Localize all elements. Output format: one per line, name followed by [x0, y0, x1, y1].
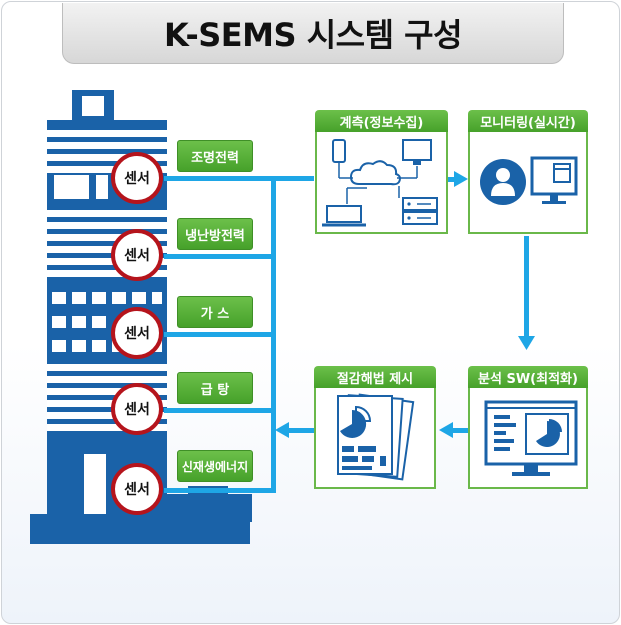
report-icon — [337, 393, 415, 481]
analysis-box-title: 분석 SW(최적화) — [468, 366, 588, 388]
source-label-renewable: 신재생에너지 — [177, 450, 253, 482]
diagram-title: K-SEMS 시스템 구성 — [62, 3, 564, 64]
monitor-box: 모니터링(실시간) — [468, 110, 588, 234]
measure-box-title: 계측(정보수집) — [315, 110, 448, 132]
sensor-gas: 센서 — [111, 307, 163, 359]
pipe-gas — [164, 332, 276, 337]
source-label-gas: 가 스 — [177, 296, 253, 328]
sensor-renewable: 센서 — [111, 463, 163, 515]
arrow-down-icon — [518, 336, 535, 350]
pipe-renewable — [164, 488, 276, 493]
arrow-right-icon — [454, 171, 468, 187]
sensor-hvac: 센서 — [111, 229, 163, 281]
pie-chart-icon — [340, 409, 367, 438]
monitoring-icon — [480, 156, 578, 205]
analytics-monitor-icon — [484, 400, 578, 476]
source-label-light: 조명전력 — [177, 140, 253, 172]
source-label-hvac: 냉난방전력 — [177, 218, 253, 250]
phone-icon — [332, 139, 346, 163]
pipe-light — [164, 176, 314, 181]
pipe-monitor-analysis — [524, 236, 529, 338]
sensor-hotwater: 센서 — [111, 383, 163, 435]
measure-box: 계측(정보수집) — [315, 110, 448, 234]
monitor-box-title: 모니터링(실시간) — [468, 110, 588, 132]
analysis-box: 분석 SW(최적화) — [468, 366, 588, 489]
server-icon — [402, 197, 438, 211]
monitor-icon — [402, 139, 432, 161]
pipe-hvac — [164, 254, 276, 259]
pipe-analysis-proposal — [453, 428, 468, 433]
arrow-left-icon — [275, 422, 289, 438]
proposal-box-title: 절감해법 제시 — [314, 366, 436, 388]
arrow-left-icon — [439, 422, 453, 438]
proposal-box: 절감해법 제시 — [314, 366, 436, 489]
cloud-icon — [349, 160, 401, 186]
source-label-hotwater: 급 탕 — [177, 372, 253, 404]
pipe-hotwater — [164, 408, 276, 413]
sensor-light: 센서 — [111, 152, 163, 204]
pipe-measure-monitor — [448, 177, 455, 182]
pipe-to-proposal — [287, 428, 314, 433]
network-icon — [322, 139, 438, 227]
laptop-icon — [326, 205, 362, 223]
